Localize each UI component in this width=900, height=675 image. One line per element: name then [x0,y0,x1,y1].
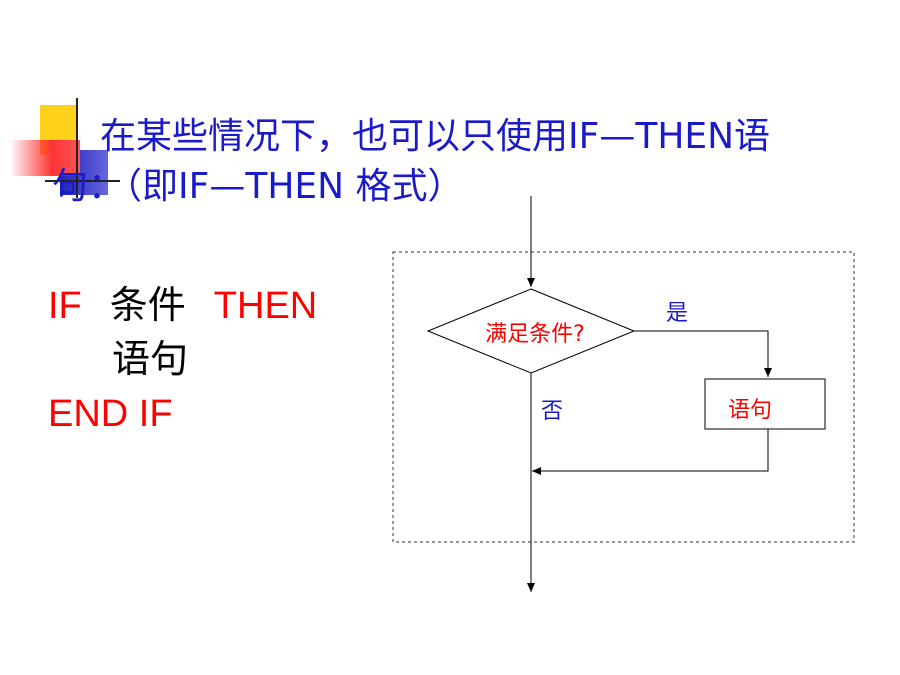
code-statement: 语句 [112,339,189,381]
statement-box [704,378,826,430]
keyword-if: IF [48,285,82,327]
dashed-frame [392,251,855,543]
keyword-then: THEN [213,285,318,327]
merge-arrow [532,429,769,475]
yes-branch-arrow [634,330,772,377]
slide-title: 在某些情况下，也可以只使用IF—THEN语 句：（即IF—THEN 格式） [52,112,872,212]
deco-vertical-line [76,98,78,198]
deco-horizontal-line [45,180,120,182]
code-condition: 条件 [109,285,186,327]
title-line-1: 在某些情况下，也可以只使用IF—THEN语 [100,116,771,157]
no-label: 否 [541,399,563,424]
decision-label: 满足条件? [485,322,585,347]
statement-label: 语句 [728,398,772,423]
code-line-1: IF 条件 THEN [48,280,317,332]
deco-red-square [10,140,80,176]
yes-label: 是 [666,301,688,326]
code-line-3: END IF [48,388,173,440]
keyword-end-if: END IF [48,393,173,435]
title-line-2: 句：（即IF—THEN 格式） [52,166,464,207]
code-line-2: 语句 [112,334,188,386]
